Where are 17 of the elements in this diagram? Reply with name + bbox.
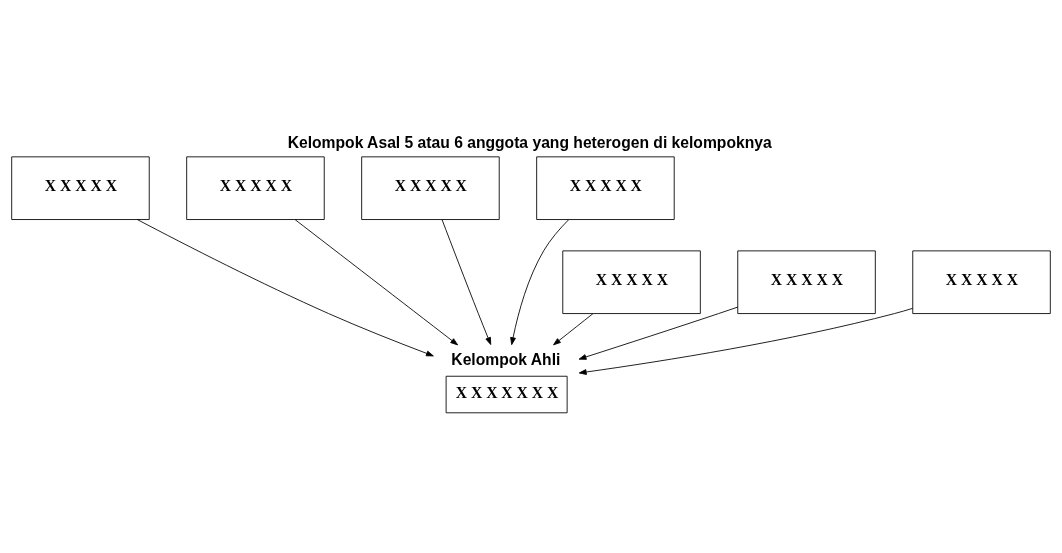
node-box: X X X X X xyxy=(186,155,325,220)
arrow xyxy=(578,306,739,360)
node-box: X X X X X X X xyxy=(445,375,568,413)
node-label: Kelompok Ahli xyxy=(451,350,561,368)
node-box: X X X X X xyxy=(737,249,876,314)
arrow xyxy=(136,218,434,356)
node-box: X X X X X xyxy=(361,155,500,220)
diagram-title: Kelompok Asal 5 atau 6 anggota yang heterogen di kelompoknya xyxy=(287,133,772,151)
arrow xyxy=(441,218,492,345)
arrow xyxy=(294,218,459,345)
node-box: X X X X X xyxy=(11,155,150,220)
arrow xyxy=(553,312,594,345)
arrow xyxy=(578,307,914,375)
arrow xyxy=(510,218,570,345)
node-box: X X X X X xyxy=(912,249,1051,314)
node-box: X X X X X xyxy=(562,249,701,314)
node-box: X X X X X xyxy=(536,155,675,220)
